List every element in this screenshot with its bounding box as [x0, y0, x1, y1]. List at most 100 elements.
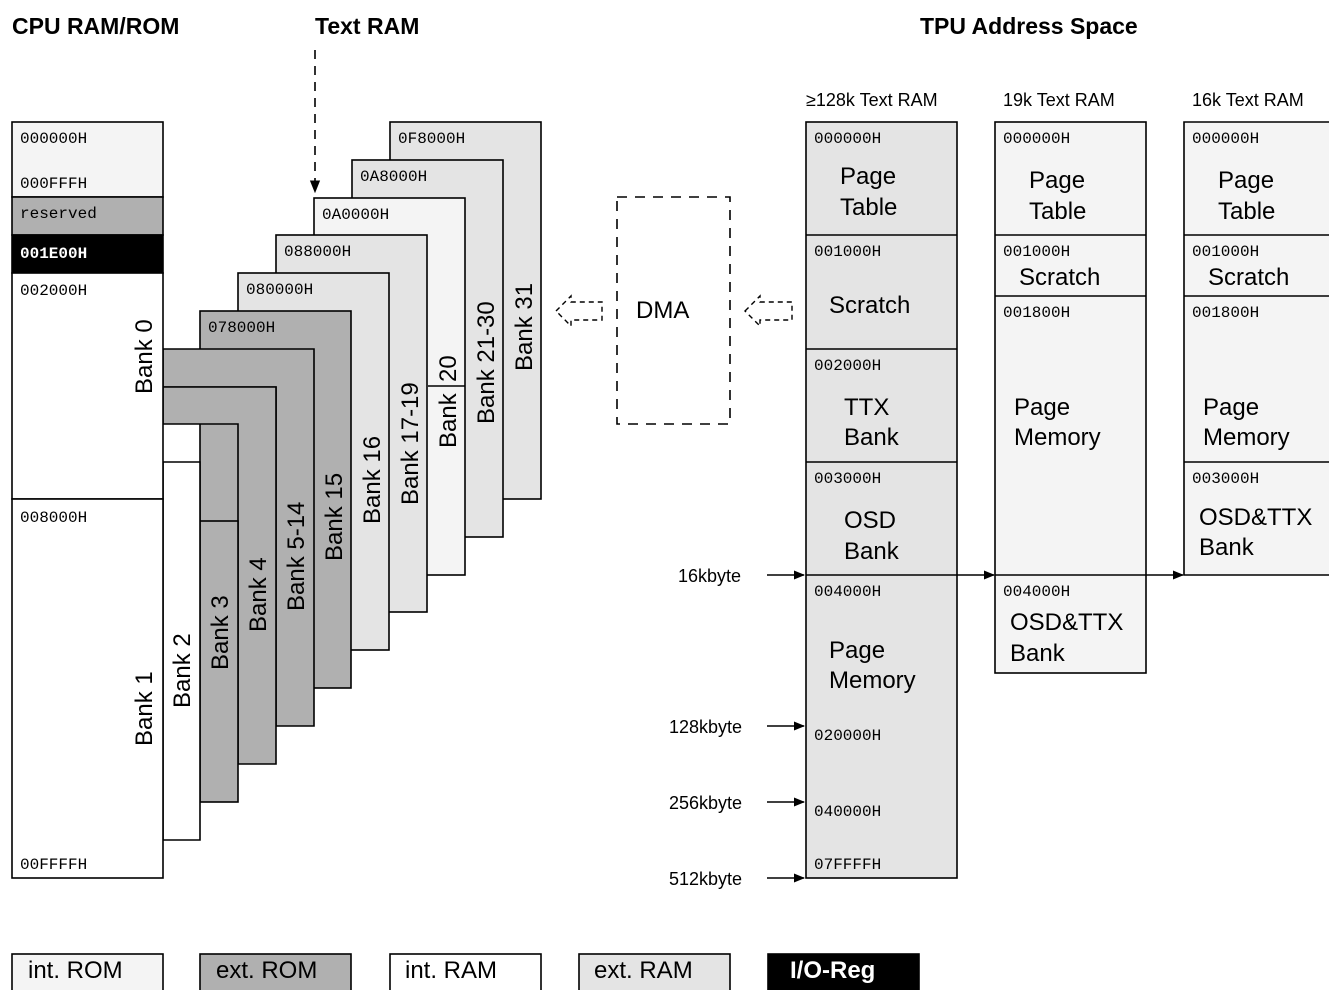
svg-text:Memory: Memory [1014, 424, 1101, 451]
cpu-header: CPU RAM/ROM [12, 13, 179, 39]
svg-text:Table: Table [1029, 198, 1086, 225]
svg-text:000000H: 000000H [20, 130, 87, 148]
bank4-label: Bank 4 [245, 557, 272, 632]
legend-int-rom: int. ROM [11, 953, 164, 990]
svg-text:001000H: 001000H [1192, 243, 1259, 261]
legend-ext-rom: ext. ROM [199, 953, 352, 990]
svg-text:I/O-Reg: I/O-Reg [790, 957, 875, 984]
size-256k: 256kbyte [669, 793, 742, 813]
dma-left-arrow-icon [555, 294, 603, 328]
svg-text:000000H: 000000H [1192, 130, 1259, 148]
svg-text:Scratch: Scratch [829, 292, 910, 319]
legend-io-reg: I/O-Reg [767, 953, 920, 990]
svg-text:000000H: 000000H [1003, 130, 1070, 148]
bank16-label: Bank 16 [359, 436, 386, 524]
svg-text:040000H: 040000H [814, 803, 881, 821]
size-16k: 16kbyte [678, 566, 741, 586]
bank21-30-label: Bank 21-30 [473, 301, 500, 424]
svg-text:OSD&TTX: OSD&TTX [1199, 504, 1312, 531]
bank2-label: Bank 2 [169, 633, 196, 708]
svg-text:002000H: 002000H [814, 357, 881, 375]
bank5-14-label: Bank 5-14 [283, 502, 310, 611]
svg-text:Page: Page [1218, 167, 1274, 194]
cpu-column: 000000H 000FFFH reserved 001E00H 002000H… [11, 121, 164, 879]
svg-text:080000H: 080000H [246, 281, 313, 299]
svg-text:001000H: 001000H [1003, 243, 1070, 261]
svg-text:0A8000H: 0A8000H [360, 168, 427, 186]
bank3-block [199, 520, 239, 803]
col2-title: 19k Text RAM [1003, 90, 1115, 110]
svg-text:OSD&TTX: OSD&TTX [1010, 609, 1123, 636]
svg-text:Scratch: Scratch [1208, 264, 1289, 291]
legend-ext-ram: ext. RAM [578, 953, 731, 990]
dma-box [616, 196, 731, 425]
svg-text:Page: Page [840, 163, 896, 190]
bank3-label: Bank 3 [207, 595, 234, 670]
svg-text:Page: Page [1203, 394, 1259, 421]
legend: int. ROM ext. ROM int. RAM ext. RAM I/O-… [11, 953, 920, 990]
svg-text:004000H: 004000H [1003, 583, 1070, 601]
bank17-19-label: Bank 17-19 [397, 382, 424, 505]
legend-int-ram: int. RAM [389, 953, 542, 990]
svg-text:00FFFFH: 00FFFFH [20, 856, 87, 874]
bank20-label-b: 20 [435, 355, 462, 382]
bank1-label: Bank 1 [131, 671, 158, 746]
svg-text:TTX: TTX [844, 394, 889, 421]
svg-text:OSD: OSD [844, 507, 896, 534]
reserved-area [11, 196, 164, 236]
svg-text:07FFFFH: 07FFFFH [814, 856, 881, 874]
svg-text:088000H: 088000H [284, 243, 351, 261]
svg-text:reserved: reserved [20, 205, 97, 223]
svg-text:Memory: Memory [1203, 424, 1290, 451]
svg-text:003000H: 003000H [1192, 470, 1259, 488]
dma-right-arrow-icon [744, 294, 793, 328]
col3-title: 16k Text RAM [1192, 90, 1304, 110]
size-128k: 128kbyte [669, 717, 742, 737]
svg-text:Bank: Bank [844, 538, 900, 565]
svg-text:Bank: Bank [1199, 534, 1255, 561]
size-512k: 512kbyte [669, 869, 742, 889]
tpu-col2: 19k Text RAM 000000H Page Table 001000H … [994, 90, 1147, 674]
svg-text:001E00H: 001E00H [20, 245, 87, 263]
tpu-col3: 16k Text RAM 000000H Page Table 001000H … [1183, 90, 1329, 576]
bank15-label: Bank 15 [321, 473, 348, 561]
svg-text:0A0000H: 0A0000H [322, 206, 389, 224]
size-markers: 16kbyte 128kbyte 256kbyte 512kbyte [669, 566, 806, 889]
svg-text:Bank: Bank [1010, 640, 1066, 667]
svg-text:001000H: 001000H [814, 243, 881, 261]
svg-text:008000H: 008000H [20, 509, 87, 527]
bank31-label: Bank 31 [511, 283, 538, 371]
tpu-header: TPU Address Space [920, 13, 1138, 39]
bank0-area [11, 272, 164, 500]
svg-text:int. RAM: int. RAM [405, 957, 497, 984]
svg-text:int. ROM: int. ROM [28, 957, 123, 984]
svg-text:000FFFH: 000FFFH [20, 175, 87, 193]
svg-text:0F8000H: 0F8000H [398, 130, 465, 148]
bank20-label-a: Bank [435, 392, 462, 448]
svg-text:ext. RAM: ext. RAM [594, 957, 693, 984]
svg-text:Page: Page [1029, 167, 1085, 194]
svg-text:002000H: 002000H [20, 282, 87, 300]
dma-label: DMA [636, 297, 689, 324]
tpu-col1: ≥128k Text RAM 000000H Page Table 001000… [805, 90, 958, 879]
svg-text:ext. ROM: ext. ROM [216, 957, 317, 984]
svg-text:Table: Table [840, 194, 897, 221]
svg-text:000000H: 000000H [814, 130, 881, 148]
svg-text:Scratch: Scratch [1019, 264, 1100, 291]
int-rom-area [11, 121, 164, 198]
svg-text:Page: Page [829, 637, 885, 664]
svg-text:001800H: 001800H [1192, 304, 1259, 322]
svg-text:Page: Page [1014, 394, 1070, 421]
col1-title: ≥128k Text RAM [806, 90, 938, 110]
svg-text:003000H: 003000H [814, 470, 881, 488]
svg-text:Table: Table [1218, 198, 1275, 225]
svg-text:Memory: Memory [829, 667, 916, 694]
text-ram-header: Text RAM [315, 13, 419, 39]
svg-text:004000H: 004000H [814, 583, 881, 601]
svg-text:001800H: 001800H [1003, 304, 1070, 322]
svg-text:078000H: 078000H [208, 319, 275, 337]
bank0-label: Bank 0 [131, 319, 158, 394]
svg-text:020000H: 020000H [814, 727, 881, 745]
svg-text:Bank: Bank [844, 424, 900, 451]
